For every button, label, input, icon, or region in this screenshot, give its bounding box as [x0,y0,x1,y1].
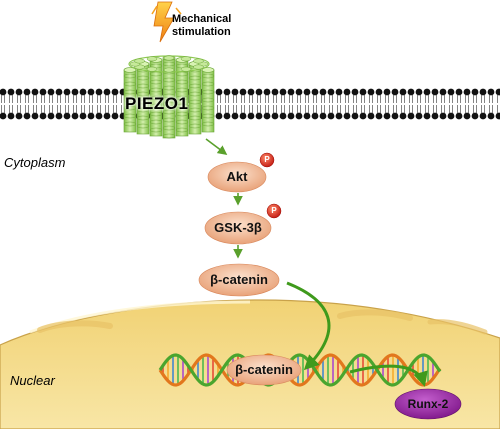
stimulus-label-line1: Mechanical [172,13,232,25]
cell-membrane [0,88,500,120]
piezo1-channel [123,55,215,139]
phospho-label-gsk3b: P [271,206,277,215]
arrow-bcatenin-to-nucleus [286,281,331,371]
piezo1-label: PIEZO1 [125,94,189,113]
lightning-bolt-icon [151,1,182,43]
bcatenin-nuclear-label: β-catenin [235,362,293,377]
phospho-badge-gsk3b [266,203,282,219]
cytoplasm-label: Cytoplasm [4,155,66,170]
runx2-label: Runx-2 [407,397,449,411]
akt-label: Akt [226,169,248,184]
nuclear-label: Nuclear [10,373,55,388]
stimulus-label: Mechanical stimulation [172,13,231,39]
bcatenin-cyto-label: β-catenin [210,272,268,287]
arrow-piezo-to-akt [205,138,228,155]
phospho-badge-akt [259,152,275,168]
gsk3b-node [204,211,272,245]
akt-node [207,161,267,193]
phospho-label-akt: P [264,155,270,164]
runx2-node [394,388,462,420]
gsk3b-label: GSK-3β [214,220,262,235]
bcatenin-cyto-node [198,263,280,297]
arrow-dna-to-runx [349,364,428,387]
stimulus-label-line2: stimulation [172,26,231,38]
bcatenin-nuclear-node [226,354,302,386]
